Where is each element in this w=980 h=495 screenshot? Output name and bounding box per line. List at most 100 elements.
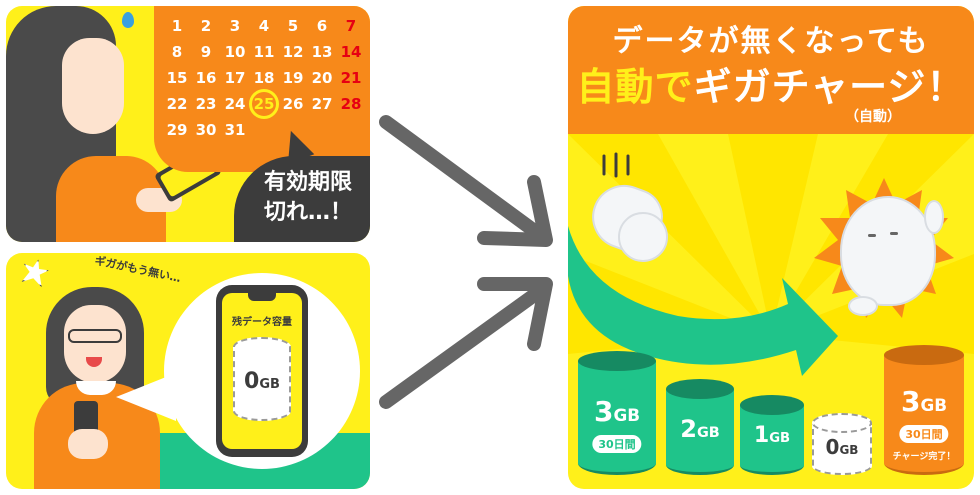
calendar-day: 15 xyxy=(166,69,188,87)
headline-part-1: 自動で xyxy=(576,65,694,109)
calendar-day: 5 xyxy=(287,17,299,35)
calendar-day: 1 xyxy=(171,17,183,35)
collar xyxy=(76,381,116,395)
auto-charge-panel: データが無くなっても 自動でギガチャージ！ （自動） 3GB 30日間 2GB … xyxy=(568,6,974,489)
can-number: 3 xyxy=(900,385,921,418)
calendar-day: 22 xyxy=(166,95,188,113)
can-number: 0 xyxy=(825,435,840,459)
calendar-day: 28 xyxy=(340,95,362,113)
calendar-day: 4 xyxy=(258,17,270,35)
mascot-eye xyxy=(868,234,876,237)
calendar-day: 6 xyxy=(316,17,328,35)
can-unit: GB xyxy=(696,425,720,441)
headline-line-1: データが無くなっても xyxy=(612,24,930,59)
headline-line-2: 自動でギガチャージ！ xyxy=(568,56,974,111)
expired-line-1: 有効期限 xyxy=(263,170,352,195)
calendar-day: 27 xyxy=(311,95,333,113)
woman-hand xyxy=(68,429,108,459)
calendar-day: 19 xyxy=(282,69,304,87)
can-unit: GB xyxy=(769,431,791,446)
data-can-1gb: 1GB xyxy=(740,395,804,475)
can-unit: GB xyxy=(613,405,641,425)
zero-value: 0 xyxy=(244,369,260,394)
mascot-eye xyxy=(890,232,898,235)
can-number: 1 xyxy=(753,423,770,448)
expired-panel: 1 2 3 4 5 6 7 8 9 10 11 12 13 14 15 16 1… xyxy=(6,6,370,242)
mascot-body xyxy=(618,212,668,262)
headline-part-2: ギガチャージ！ xyxy=(693,65,966,109)
data-can-0gb: 0GB xyxy=(812,413,872,475)
woman-face xyxy=(62,38,124,134)
charge-complete-label: チャージ完了！ xyxy=(892,452,956,462)
expired-line-2: 切れ…！ xyxy=(263,200,352,225)
remaining-data-value: 0GB xyxy=(235,369,289,394)
glasses-icon xyxy=(68,329,122,343)
calendar-day: 20 xyxy=(311,69,333,87)
mouth xyxy=(86,357,102,367)
calendar-day: 11 xyxy=(253,43,275,61)
calendar-day: 7 xyxy=(345,17,357,35)
happy-mascot xyxy=(840,196,936,306)
arrow-down-right-icon xyxy=(379,115,553,247)
wobble-lines-icon xyxy=(602,152,630,178)
calendar-day: 18 xyxy=(253,69,275,87)
arrow-up-right-icon xyxy=(379,277,553,409)
calendar-week-3: 15 16 17 18 19 20 21 xyxy=(162,66,366,90)
calendar-week-5: 29 30 31 xyxy=(162,118,366,142)
calendar-day: 12 xyxy=(282,43,304,61)
shock-icon xyxy=(19,256,51,288)
large-smartphone: 残データ容量 0GB xyxy=(216,285,308,457)
header-band xyxy=(568,6,974,134)
calendar-day: 24 xyxy=(224,95,246,113)
mascot-arm xyxy=(924,200,944,234)
thought-text: ギガがもう無い… xyxy=(93,254,182,285)
headline-note: （自動） xyxy=(845,109,901,125)
calendar: 1 2 3 4 5 6 7 8 9 10 11 12 13 14 15 16 1… xyxy=(154,6,370,172)
calendar-day: 16 xyxy=(195,69,217,87)
calendar-week-1: 1 2 3 4 5 6 7 xyxy=(162,14,366,38)
calendar-day: 3 xyxy=(229,17,241,35)
speech-bubble xyxy=(234,156,370,242)
curved-arrow-icon xyxy=(568,226,838,376)
remaining-data-label: 残データ容量 xyxy=(232,317,292,328)
expired-message: 有効期限 切れ…！ xyxy=(250,168,366,228)
calendar-day: 13 xyxy=(311,43,333,61)
can-value: 0GB xyxy=(812,435,872,459)
calendar-day: 8 xyxy=(171,43,183,61)
can-unit: GB xyxy=(839,443,859,457)
calendar-day: 17 xyxy=(224,69,246,87)
period-pill: 30日間 xyxy=(899,425,949,443)
can-value: 3GB xyxy=(578,395,656,428)
calendar-day: 29 xyxy=(166,121,188,139)
calendar-week-2: 8 9 10 11 12 13 14 xyxy=(162,40,366,64)
can-number: 3 xyxy=(593,395,614,428)
calendar-day: 14 xyxy=(340,43,362,61)
phone-notch xyxy=(248,293,276,301)
period-pill: 30日間 xyxy=(592,435,642,453)
calendar-day-highlighted: 25 xyxy=(249,89,279,119)
calendar-week-4: 22 23 24 25 26 27 28 xyxy=(162,89,366,119)
data-can-3gb: 3GB 30日間 xyxy=(578,351,656,475)
can-value: 3GB xyxy=(884,385,964,418)
calendar-day: 31 xyxy=(224,121,246,139)
calendar-day: 2 xyxy=(200,17,212,35)
calendar-day: 21 xyxy=(340,69,362,87)
can-value: 1GB xyxy=(740,423,804,448)
calendar-day: 23 xyxy=(195,95,217,113)
zero-unit: GB xyxy=(259,377,280,392)
woman-face xyxy=(64,305,126,383)
calendar-day: 30 xyxy=(195,121,217,139)
mascot-foot xyxy=(848,296,878,316)
sweat-icon xyxy=(122,12,134,28)
can-number: 2 xyxy=(680,415,697,443)
calendar-day: 10 xyxy=(224,43,246,61)
phone-screen: 残データ容量 0GB xyxy=(222,293,302,449)
can-value: 2GB xyxy=(666,415,734,443)
empty-data-can-icon: 0GB xyxy=(233,337,291,421)
data-can-3gb-charged: 3GB 30日間 チャージ完了！ xyxy=(884,345,964,475)
no-data-panel: ギガがもう無い… 残データ容量 0GB xyxy=(6,253,370,489)
calendar-day: 26 xyxy=(282,95,304,113)
can-unit: GB xyxy=(920,395,948,415)
data-can-2gb: 2GB xyxy=(666,379,734,475)
calendar-day: 9 xyxy=(200,43,212,61)
